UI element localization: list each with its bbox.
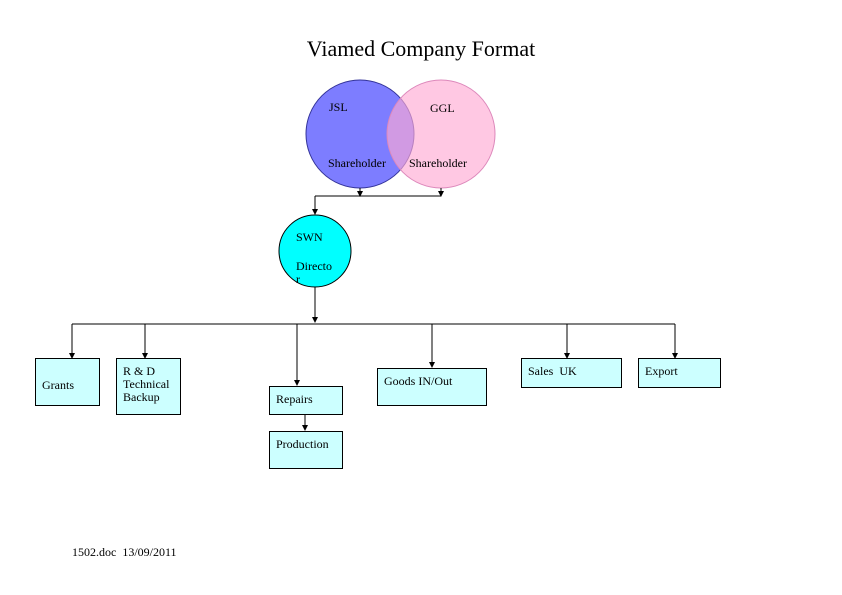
swn-name-label: SWN xyxy=(296,230,323,244)
grants-box: Grants xyxy=(35,358,100,406)
director-role-label: Directo xyxy=(296,259,332,273)
diagram-title: Viamed Company Format xyxy=(306,36,536,61)
ggl-name-label: GGL xyxy=(430,101,455,115)
director-role-label-wrap: r xyxy=(296,273,300,283)
repairs-box: Repairs xyxy=(269,386,343,415)
ggl-role-label: Shareholder xyxy=(409,156,467,170)
jsl-name-label: JSL xyxy=(329,100,348,114)
rnd-technical-backup-box: R & D Technical Backup xyxy=(116,358,181,415)
document-footer: 1502.doc 13/09/2011 xyxy=(72,545,177,559)
department-connectors xyxy=(69,287,678,431)
sales-uk-box: Sales UK xyxy=(521,358,622,388)
jsl-role-label: Shareholder xyxy=(328,156,386,170)
ggl-shareholder-circle xyxy=(386,79,496,189)
goods-in-out-box: Goods IN/Out xyxy=(377,368,487,406)
shareholder-connectors xyxy=(312,188,444,215)
export-box: Export xyxy=(638,358,721,388)
swn-director-circle xyxy=(278,214,352,288)
production-box: Production xyxy=(269,431,343,469)
